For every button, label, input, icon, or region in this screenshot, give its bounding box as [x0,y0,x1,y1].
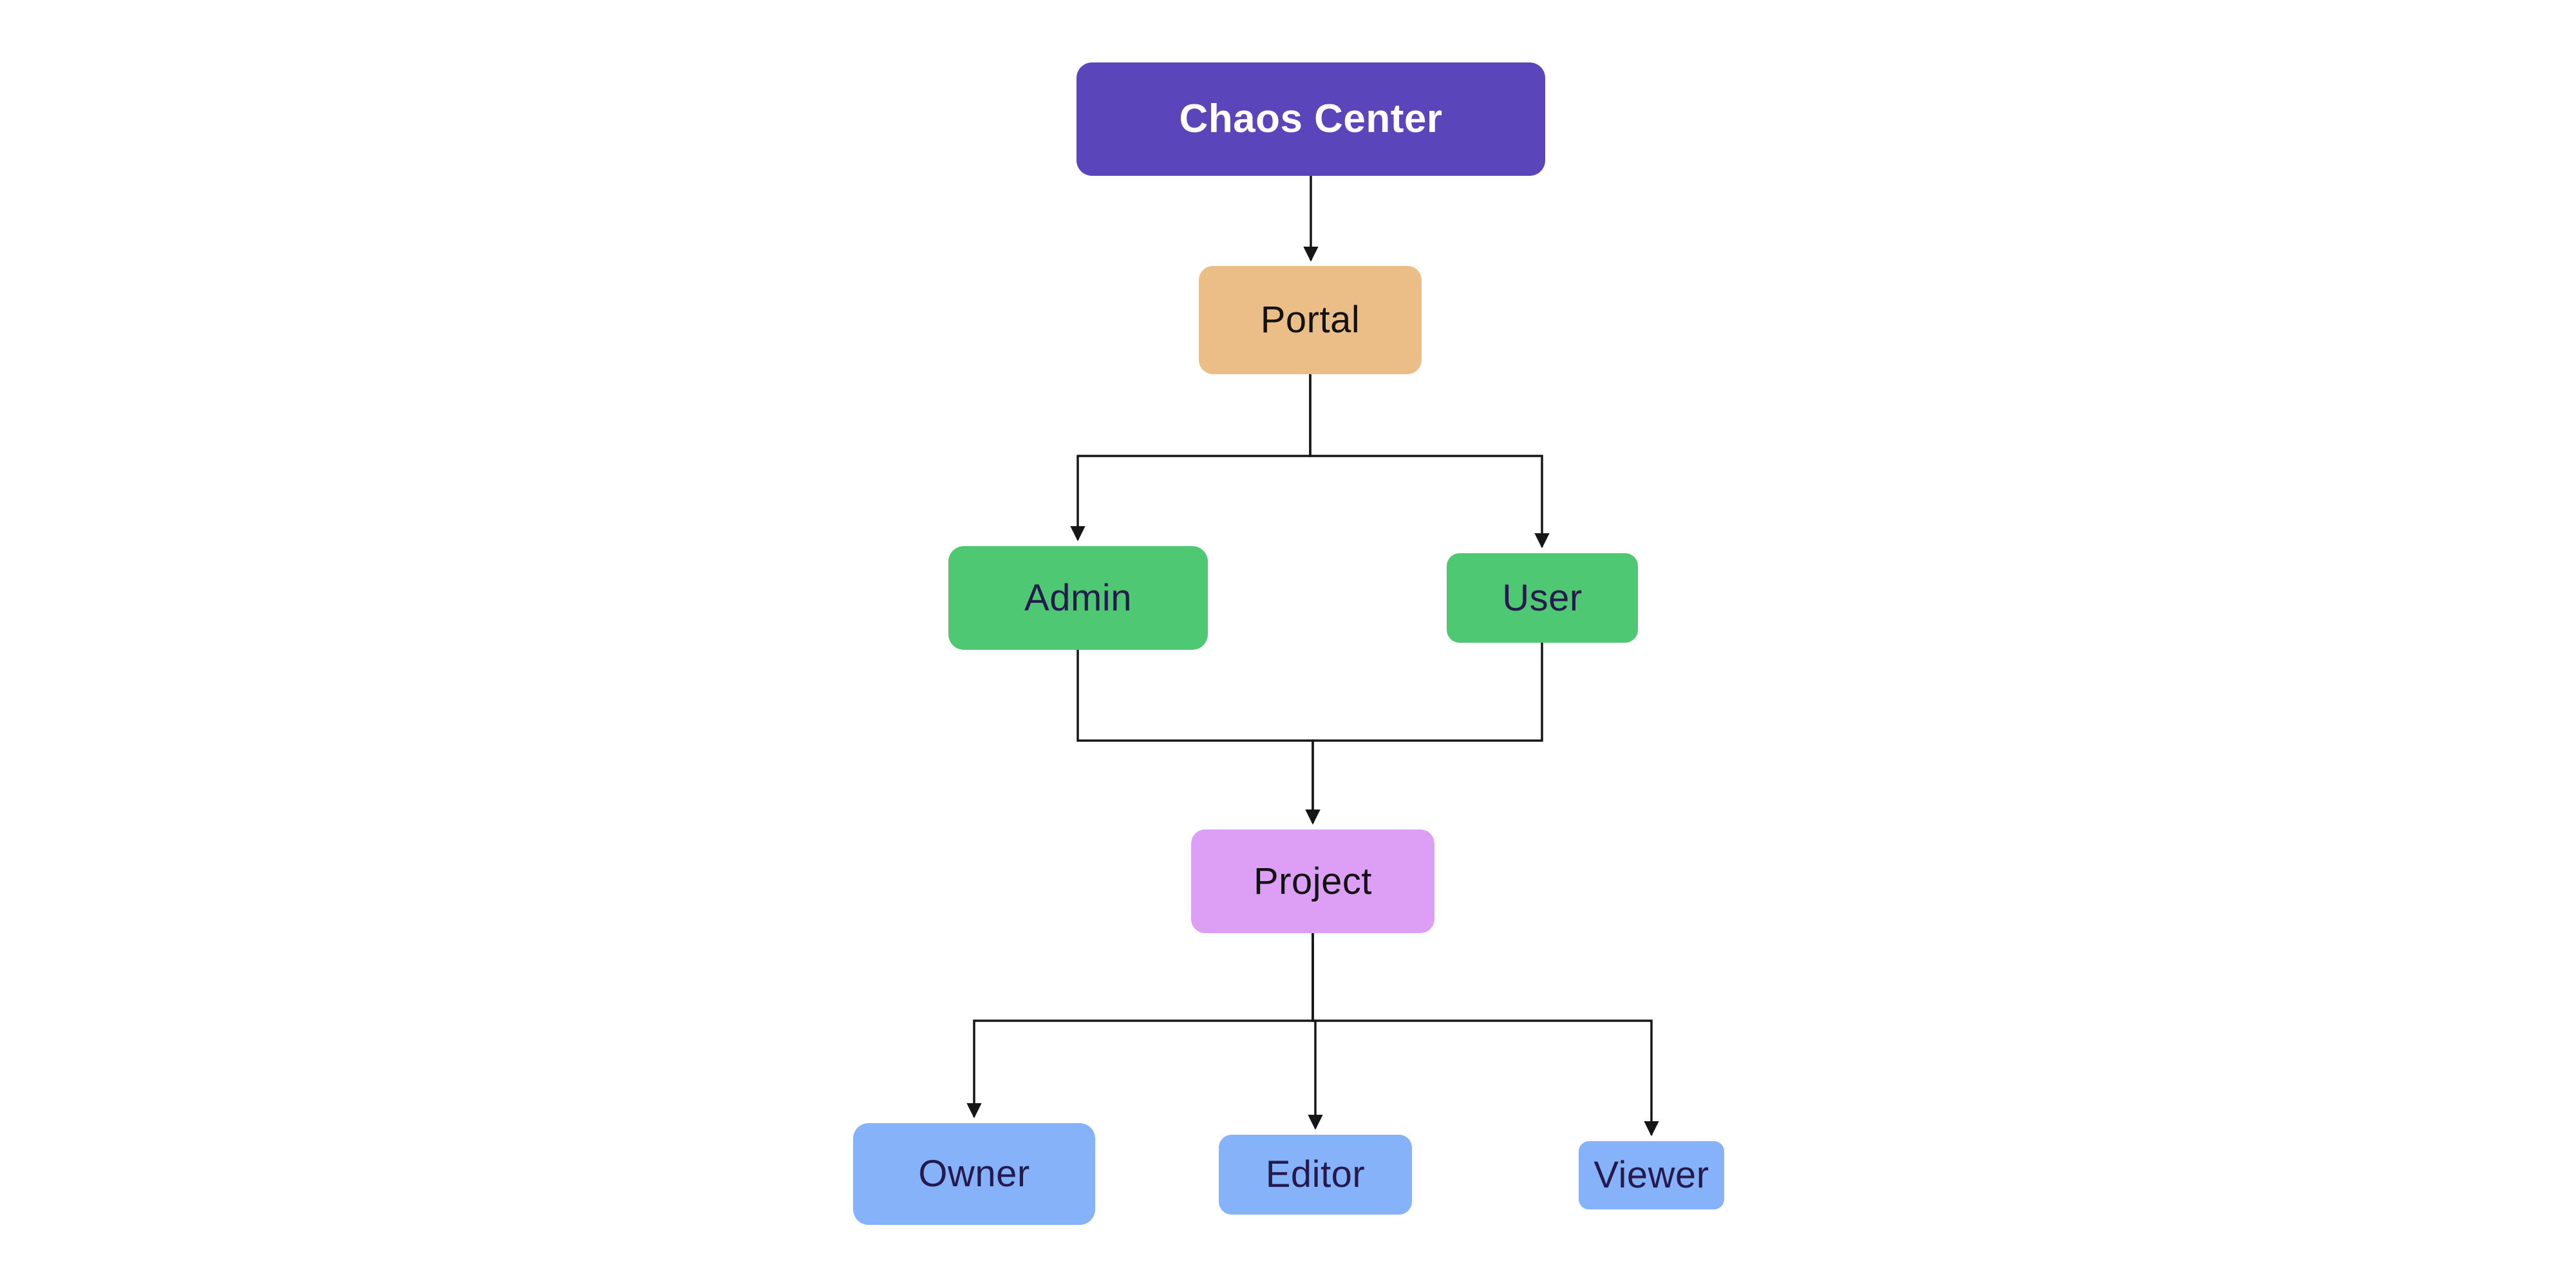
edge-portal-to-user [1309,374,1550,549]
node-owner: Owner [853,1123,1095,1225]
edge-user-to-project [1305,643,1543,825]
node-portal: Portal [1199,266,1422,374]
node-project: Project [1191,829,1434,933]
node-chaos-center: Chaos Center [1076,62,1545,176]
edge-portal-to-admin [1070,374,1312,542]
edge-project-to-owner [966,933,1314,1119]
node-admin: Admin [948,546,1208,650]
node-user: User [1447,553,1638,643]
edge-admin-to-project [1076,650,1321,825]
node-viewer: Viewer [1579,1141,1724,1209]
edge-project-to-viewer [1312,933,1659,1137]
node-editor: Editor [1219,1135,1412,1215]
